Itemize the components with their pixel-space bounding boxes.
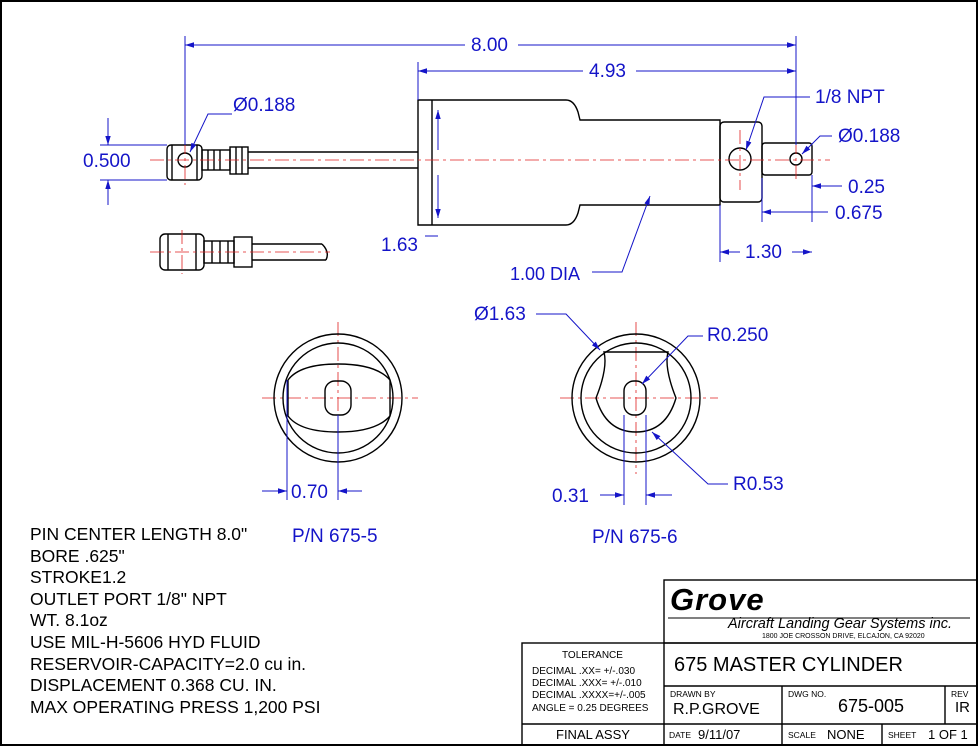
dim-clevis-width: 0.500 [83,151,131,172]
drawing-title: 675 MASTER CYLINDER [674,654,903,676]
dimension-lines [100,36,842,505]
drawing-notes: PIN CENTER LENGTH 8.0" BORE .625" STROKE… [30,524,320,718]
dwg-no-label: DWG NO. [788,689,827,699]
dim-body-length: 4.93 [589,61,626,82]
dim-flat-radius: R0.250 [707,325,769,346]
tolerance-line: ANGLE = 0.25 DEGREES [532,703,649,714]
dim-overall-length: 8.00 [471,35,508,56]
rev-value: IR [955,699,970,716]
scale-value: NONE [827,727,865,742]
dim-right-hole-dia: Ø0.188 [838,126,901,147]
dim-width-p5: 0.70 [291,482,328,503]
dim-clevis-length: 0.675 [835,203,883,224]
company-full-name: Aircraft Landing Gear Systems inc. [728,616,953,632]
dim-neck-length: 1.30 [745,242,782,263]
date-value: 9/11/07 [698,727,741,742]
rev-label: REV [951,689,969,699]
tolerance-title: TOLERANCE [562,650,623,661]
note-line: DISPLACEMENT 0.368 CU. IN. [30,675,277,696]
cylinder-side-view [159,99,813,271]
drawn-by: R.P.GROVE [673,701,760,718]
sheet-label: SHEET [888,730,917,740]
dwg-no: 675-005 [838,696,905,716]
tolerance-line: DECIMAL .XXX= +/-.010 [532,678,642,689]
dim-flange-dia: Ø1.63 [474,304,526,325]
note-line: BORE .625" [30,545,125,566]
dim-neck-dia: 1.00 DIA [510,264,581,284]
note-line: RESERVOIR-CAPACITY=2.0 cu in. [30,653,307,674]
part-label-675-6: P/N 675-6 [592,527,678,548]
dim-body-height: 1.63 [381,235,418,256]
note-line: OUTLET PORT 1/8" NPT [30,588,227,609]
note-line: STROKE1.2 [30,567,127,588]
final-assy: FINAL ASSY [556,727,630,742]
tolerance-line: DECIMAL .XXXX=+/-.005 [532,690,646,701]
note-line: WT. 8.1oz [30,610,108,631]
company-logo: Grove [670,582,765,617]
drawn-by-label: DRAWN BY [670,689,716,699]
note-line: PIN CENTER LENGTH 8.0" [30,524,248,544]
dim-port: 1/8 NPT [815,87,885,108]
dim-outer-radius: R0.53 [733,474,784,495]
title-block-frame [521,579,978,746]
centerlines [150,130,830,474]
date-label: DATE [669,730,692,740]
tolerance-line: DECIMAL .XX= +/-.030 [532,666,636,677]
scale-label: SCALE [788,730,816,740]
note-line: USE MIL-H-5606 HYD FLUID [30,631,261,652]
end-view-675-6 [571,333,701,463]
sheet-value: 1 OF 1 [928,727,968,742]
part-label-675-5: P/N 675-5 [292,526,378,547]
dim-clevis-end: 0.25 [848,177,885,198]
dim-width-p6: 0.31 [552,486,589,507]
company-address: 1800 JOE CROSSON DRIVE, ELCAJON, CA 9202… [762,633,925,640]
note-line: MAX OPERATING PRESS 1,200 PSI [30,696,321,717]
dim-left-hole-dia: Ø0.188 [233,95,296,116]
